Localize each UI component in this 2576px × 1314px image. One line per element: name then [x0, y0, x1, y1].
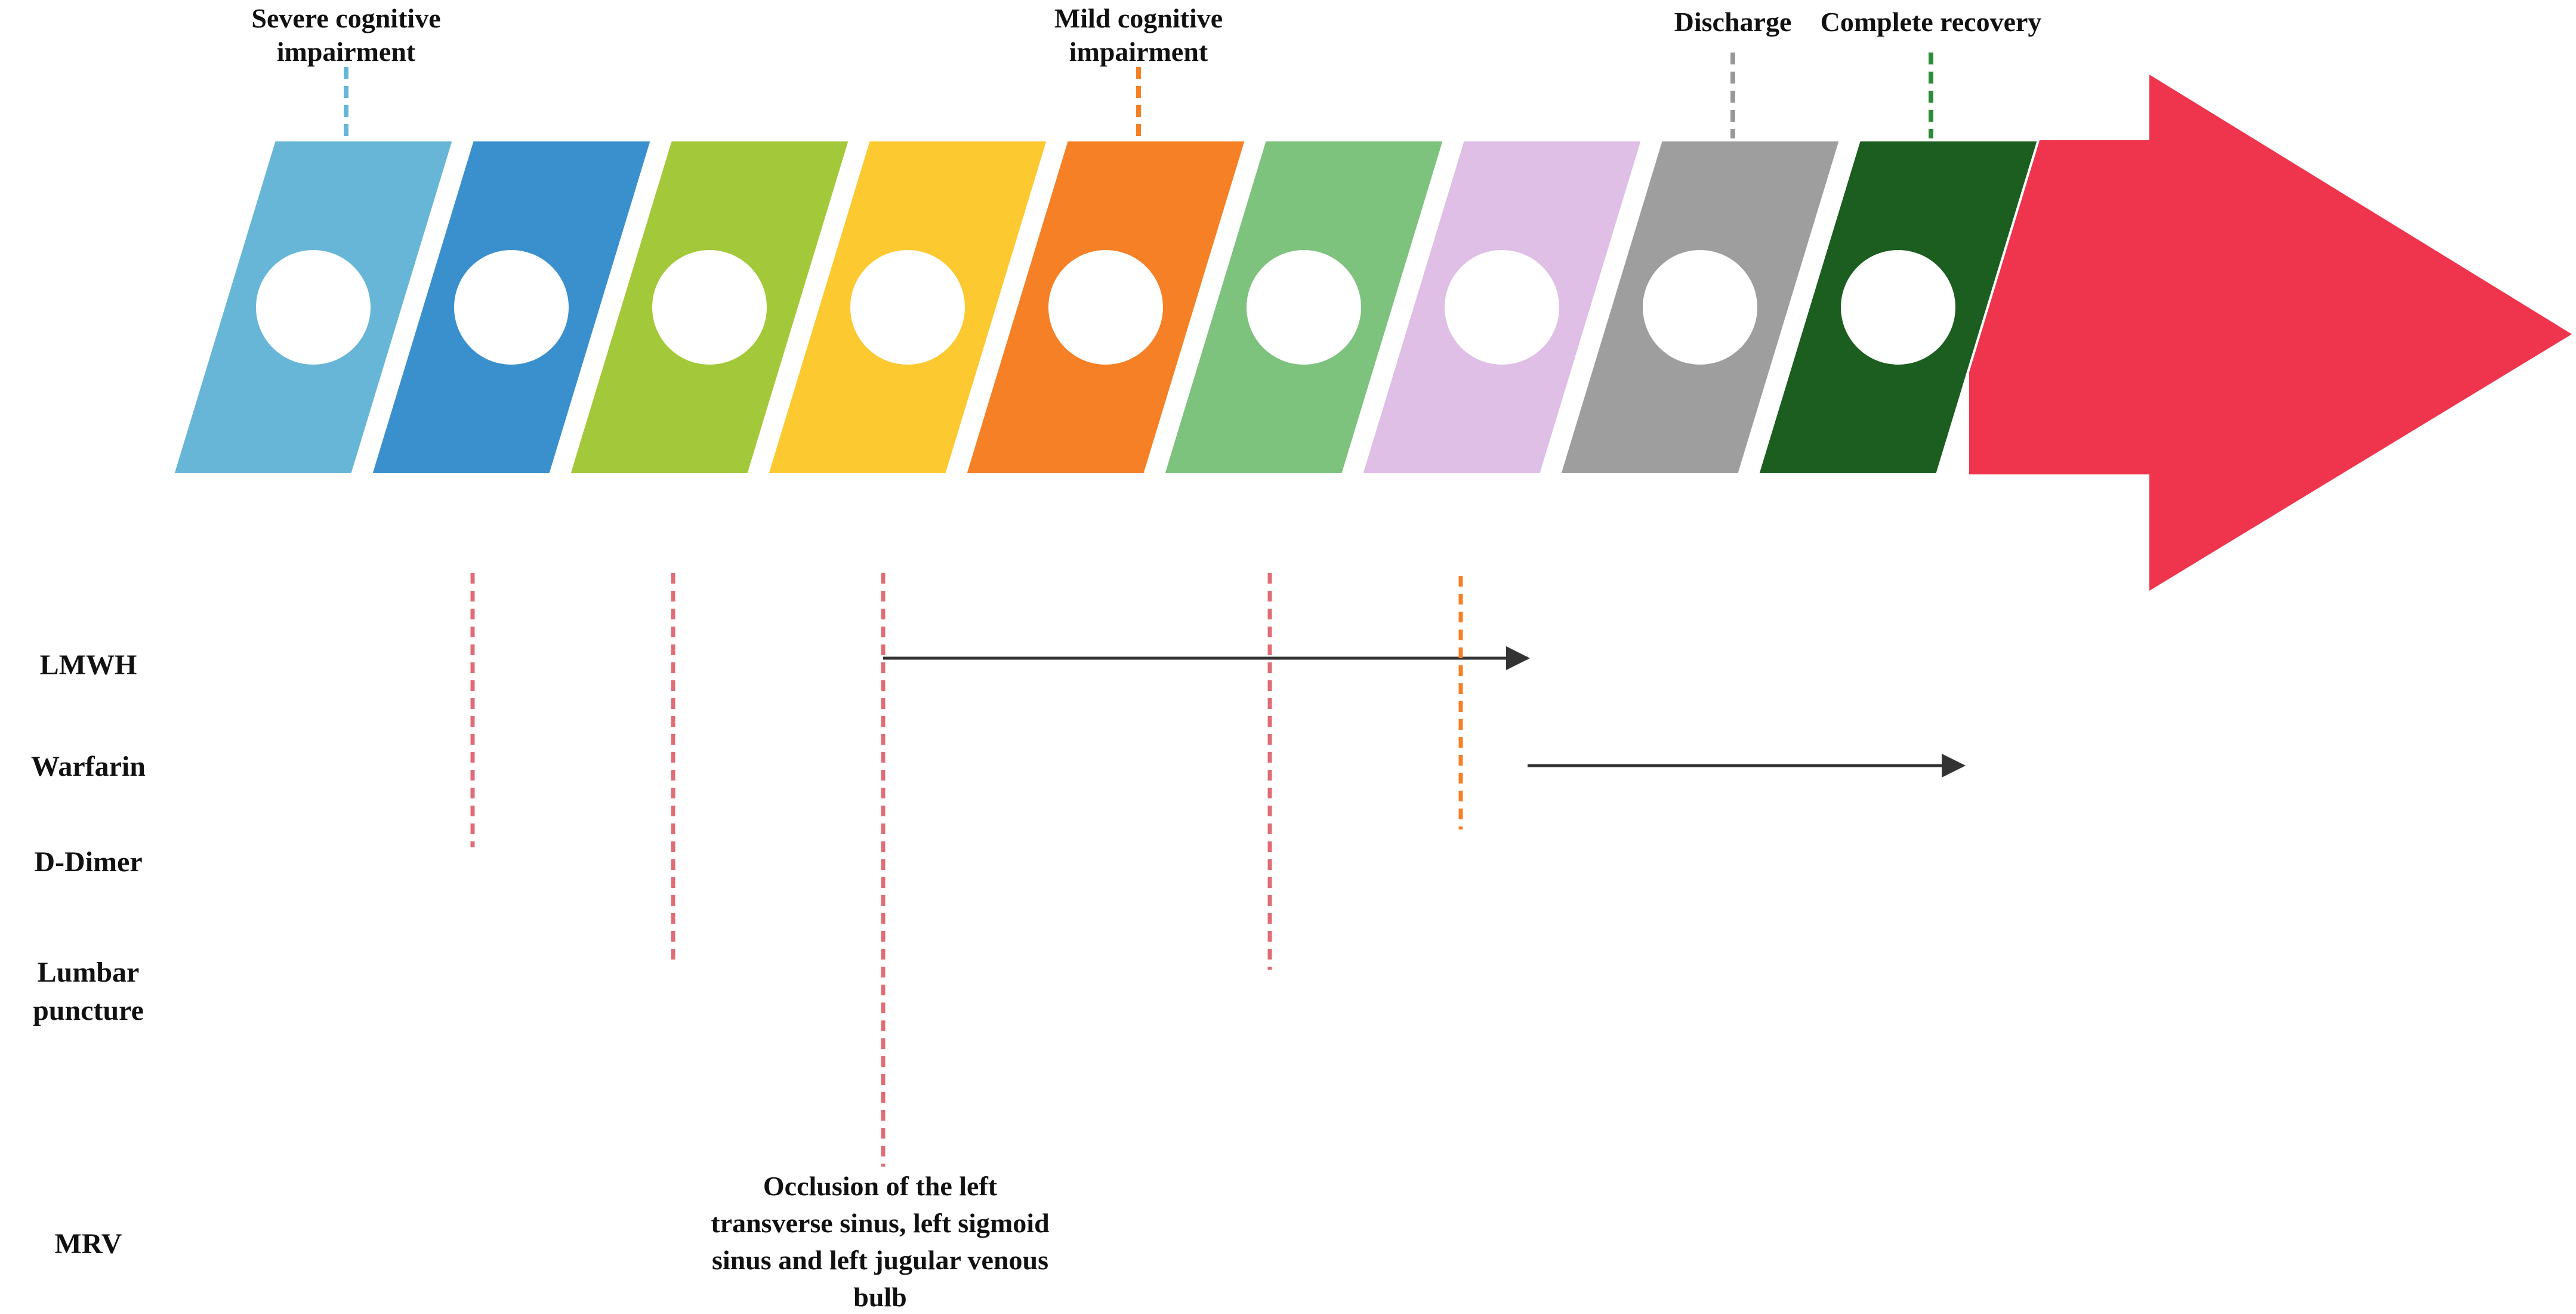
step-number-badge [850, 250, 965, 365]
step-number-badge [1048, 250, 1163, 365]
timeline-step-08 [1558, 139, 1842, 476]
milestone-label-line-1: Mild cognitive [1054, 3, 1223, 33]
mrv-finding-line-3: sinus and left jugular venous [712, 1245, 1048, 1275]
timeline-step-02 [369, 139, 653, 476]
row-label-3: Lumbar puncture [33, 957, 144, 1026]
step-number-badge [256, 250, 371, 365]
timeline-step-03 [567, 139, 852, 476]
row-label-line-1: Warfarin [31, 751, 146, 782]
row-label-1: Warfarin [31, 751, 146, 782]
milestone-event-09: Complete recovery [1821, 7, 2042, 138]
milestone-label-line-1: Discharge [1674, 7, 1792, 37]
row-label-line-1: Lumbar [38, 957, 140, 988]
row-label-2: D-Dimer [34, 846, 142, 878]
step-number-badge [1841, 250, 1955, 365]
timeline-step-05 [964, 139, 1248, 476]
timeline-step-01 [171, 139, 455, 476]
timeline-step-07 [1360, 139, 1644, 476]
milestone-label-line-1: Severe cognitive [251, 3, 440, 33]
timeline-arrow-shape [1969, 75, 2572, 591]
step-number-badge [454, 250, 569, 365]
row-label-line-1: D-Dimer [34, 846, 142, 878]
timeline-step-06 [1162, 139, 1446, 476]
row-label-line-1: MRV [55, 1228, 122, 1260]
step-number-badge [1445, 250, 1559, 365]
mrv-finding-line-1: Occlusion of the left [763, 1171, 998, 1201]
mrv-finding-line-2: transverse sinus, left sigmoid [711, 1208, 1050, 1238]
timeline-step-04 [766, 139, 1050, 476]
milestone-label-line-2: impairment [1069, 36, 1208, 67]
milestone-label-line-1: Complete recovery [1821, 7, 2042, 37]
step-number-badge [1247, 250, 1361, 365]
row-label-4: MRV [55, 1228, 122, 1260]
row-label-line-1: LMWH [40, 649, 137, 681]
row-label-0: LMWH [40, 649, 137, 681]
milestone-label-line-2: impairment [277, 36, 416, 67]
timeline-step-09 [1756, 139, 2040, 476]
row-label-line-2: puncture [33, 995, 144, 1026]
mrv-finding-line-4: bulb [853, 1282, 907, 1311]
step-number-badge [652, 250, 767, 365]
milestone-event-08: Discharge [1674, 7, 1792, 138]
step-number-badge [1643, 250, 1757, 365]
